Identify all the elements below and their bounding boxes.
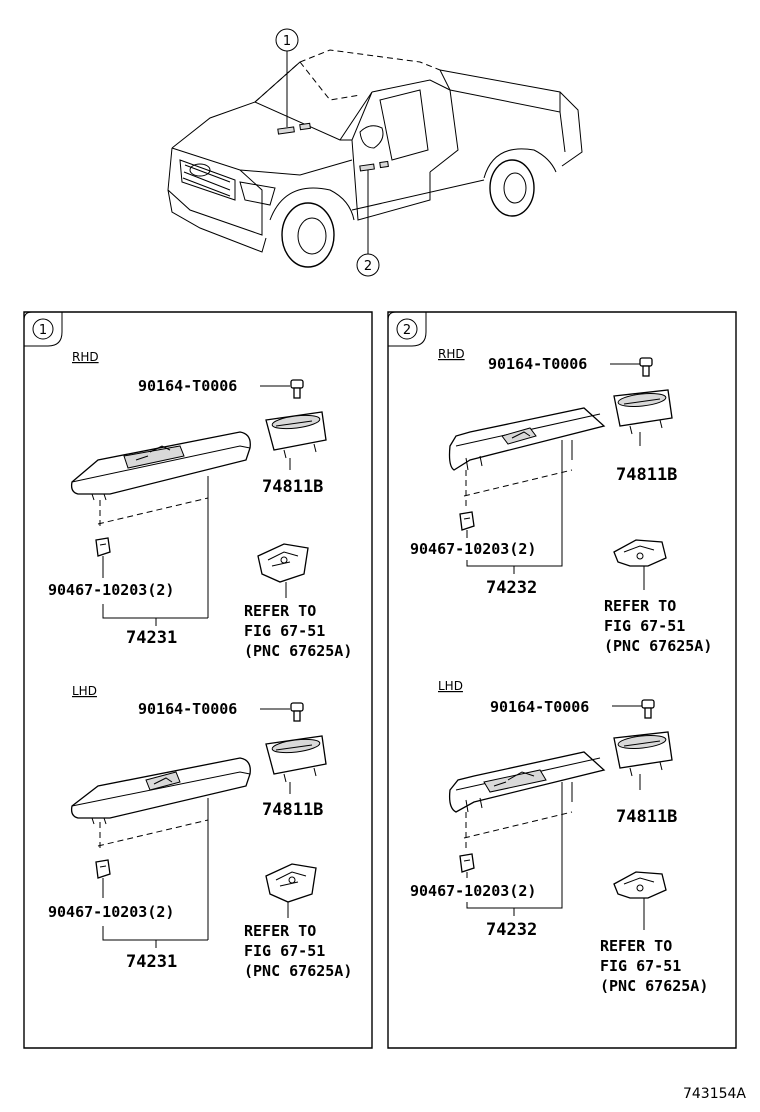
callout-1-number: 1 <box>283 34 291 49</box>
right-rhd-refer-line-1: REFER TO <box>604 597 676 615</box>
right-lhd-refer-line-1: REFER TO <box>600 937 672 955</box>
right-rhd-clip-part[interactable] <box>459 511 475 531</box>
left-rhd-refer-line-2: FIG 67-51 <box>244 622 325 640</box>
right-lhd-switch-panel-part[interactable] <box>448 751 606 813</box>
left-lhd-clip-part[interactable] <box>95 859 111 879</box>
left-lhd-panel-label: 74231 <box>126 952 177 972</box>
callout-1[interactable]: 1 <box>275 28 299 127</box>
left-rhd-label: RHD <box>72 350 99 364</box>
right-rhd-label: RHD <box>438 347 465 361</box>
right-rhd-panel-label: 74232 <box>486 578 537 598</box>
left-rhd-refer-line-1: REFER TO <box>244 602 316 620</box>
right-rhd-screw-part[interactable] <box>639 357 653 377</box>
left-lhd-refer-line-1: REFER TO <box>244 922 316 940</box>
left-lhd-section: LHD 90164-T0006 74811B <box>48 684 352 980</box>
right-lhd-clip-part[interactable] <box>459 853 475 873</box>
left-rhd-cover-part[interactable] <box>265 411 327 459</box>
left-lhd-refer-line-3: (PNC 67625A) <box>244 962 352 980</box>
left-lhd-cover-label: 74811B <box>262 800 323 820</box>
left-rhd-refer-line-3: (PNC 67625A) <box>244 642 352 660</box>
right-rhd-cover-label: 74811B <box>616 465 677 485</box>
left-lhd-screw-label: 90164-T0006 <box>138 700 237 718</box>
left-lhd-refer-line-2: FIG 67-51 <box>244 942 325 960</box>
left-rhd-clip-part[interactable] <box>95 537 111 557</box>
right-rhd-screw-label: 90164-T0006 <box>488 355 587 373</box>
right-rhd-bracket-part[interactable] <box>613 539 667 567</box>
panel-left: 1 RHD 90164-T0006 74811B <box>23 311 373 1049</box>
right-lhd-label: LHD <box>438 679 463 693</box>
left-rhd-section: RHD 90164-T0006 74811B <box>48 350 352 660</box>
figure-id: 743154A <box>683 1086 746 1102</box>
right-rhd-refer-line-2: FIG 67-51 <box>604 617 685 635</box>
right-rhd-section: RHD 90164-T0006 74811B <box>410 347 712 655</box>
callout-2[interactable]: 2 <box>356 170 380 277</box>
right-lhd-panel-label: 74232 <box>486 920 537 940</box>
left-rhd-switch-panel-part[interactable] <box>70 431 251 501</box>
right-rhd-clip-label: 90467-10203(2) <box>410 540 536 558</box>
left-lhd-clip-label: 90467-10203(2) <box>48 903 174 921</box>
right-rhd-refer-line-3: (PNC 67625A) <box>604 637 712 655</box>
right-lhd-cover-label: 74811B <box>616 807 677 827</box>
right-lhd-bracket-part[interactable] <box>613 871 667 899</box>
right-lhd-screw-part[interactable] <box>641 699 655 719</box>
left-rhd-cover-label: 74811B <box>262 477 323 497</box>
left-rhd-clip-label: 90467-10203(2) <box>48 581 174 599</box>
panel-right: 2 RHD 90164-T0006 74811B <box>387 311 737 1049</box>
left-rhd-screw-label: 90164-T0006 <box>138 377 237 395</box>
right-lhd-refer-line-2: FIG 67-51 <box>600 957 681 975</box>
left-rhd-panel-label: 74231 <box>126 628 177 648</box>
left-rhd-bracket-part[interactable] <box>257 543 309 583</box>
left-lhd-switch-panel-part[interactable] <box>70 757 251 825</box>
panel-right-number: 2 <box>403 323 411 338</box>
right-lhd-clip-label: 90467-10203(2) <box>410 882 536 900</box>
right-lhd-cover-part[interactable] <box>613 731 673 777</box>
right-lhd-section: LHD 90164-T0006 74811B <box>410 679 708 995</box>
left-lhd-cover-part[interactable] <box>265 735 327 783</box>
panel-left-number: 1 <box>39 323 47 338</box>
callout-2-number: 2 <box>364 259 372 274</box>
left-lhd-screw-part[interactable] <box>290 702 304 722</box>
right-rhd-cover-part[interactable] <box>613 389 673 435</box>
right-rhd-switch-panel-part[interactable] <box>448 407 606 471</box>
right-lhd-refer-line-3: (PNC 67625A) <box>600 977 708 995</box>
left-rhd-screw-part[interactable] <box>290 379 304 399</box>
right-lhd-screw-label: 90164-T0006 <box>490 698 589 716</box>
left-lhd-label: LHD <box>72 684 97 698</box>
truck-illustration <box>167 49 583 268</box>
left-lhd-bracket-part[interactable] <box>265 863 317 903</box>
